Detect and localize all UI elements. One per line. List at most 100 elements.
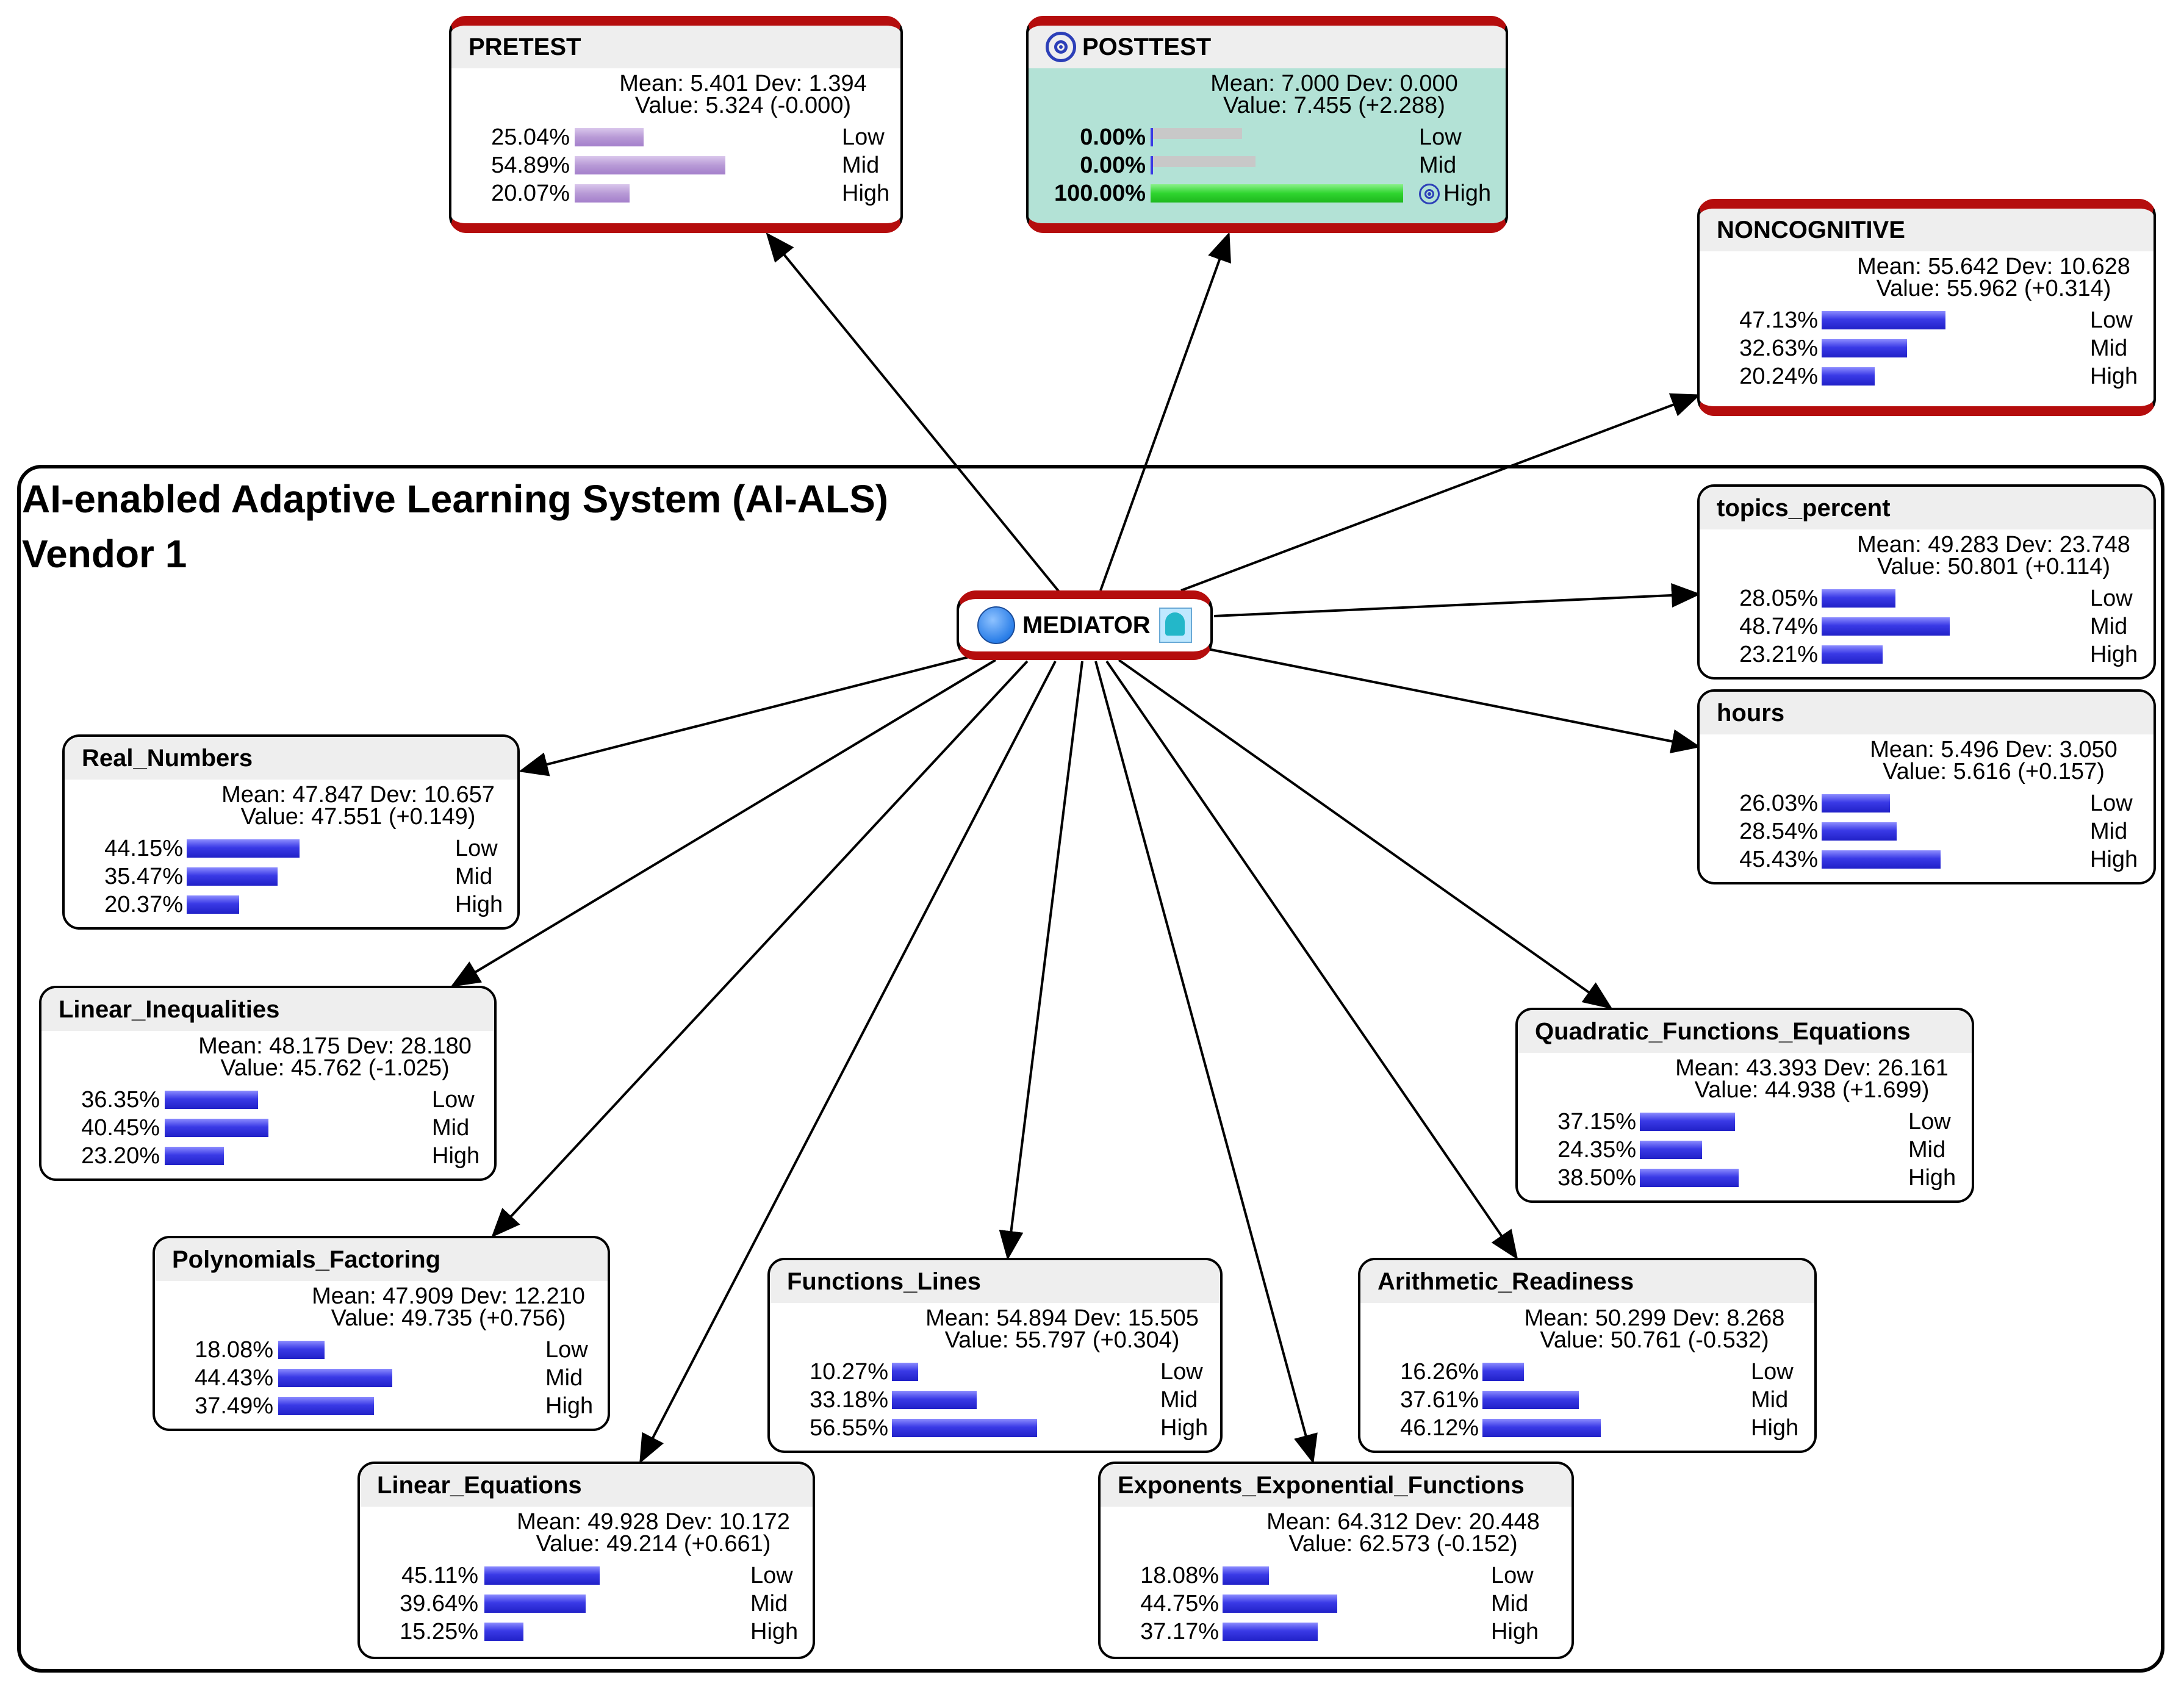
mean-dev-text: Mean: 43.393 Dev: 26.161	[1675, 1055, 1949, 1081]
node-title: PRETEST	[451, 26, 900, 68]
state-probability: 36.35%	[81, 1087, 160, 1113]
state-label: Mid	[2090, 335, 2127, 361]
state-label-text: Mid	[545, 1365, 583, 1391]
state-probability: 18.08%	[195, 1337, 273, 1363]
belief-bar-fill	[892, 1391, 977, 1409]
state-label-text: High	[545, 1393, 594, 1419]
belief-bar-fill	[1822, 617, 1950, 636]
state-label-text: High	[1160, 1415, 1209, 1441]
state-probability: 39.64%	[400, 1591, 478, 1616]
belief-bar-fill	[1223, 1595, 1337, 1613]
state-row-high: 37.49%High	[155, 1393, 608, 1419]
belief-bar-fill	[278, 1341, 325, 1359]
state-label: Low	[1491, 1563, 1534, 1588]
state-probability: 16.26%	[1400, 1359, 1479, 1385]
state-probability: 26.03%	[1739, 791, 1818, 816]
state-row-mid: 35.47%Mid	[65, 864, 517, 889]
belief-bar	[1822, 617, 2084, 636]
belief-bar	[1223, 1566, 1479, 1585]
state-probability: 44.15%	[104, 836, 183, 861]
state-label: High	[1908, 1165, 1956, 1191]
state-label-text: Mid	[1160, 1387, 1198, 1413]
node-title-text: topics_percent	[1717, 494, 1891, 522]
value-text: Value: 50.801 (+0.114)	[1877, 554, 2111, 579]
belief-bar-track	[1151, 156, 1255, 167]
state-probability: 47.13%	[1739, 307, 1818, 333]
mediator-node[interactable]: MEDIATOR	[957, 590, 1213, 660]
value-text: Value: 49.735 (+0.756)	[331, 1305, 566, 1331]
node-title: Quadratic_Functions_Equations	[1518, 1010, 1972, 1053]
belief-bar	[1822, 822, 2084, 841]
state-row-low: 10.27%Low	[770, 1359, 1220, 1385]
circle-node-icon	[977, 606, 1015, 644]
node-title: hours	[1700, 692, 2153, 734]
belief-bar-fill	[278, 1369, 392, 1387]
state-row-low: 18.08% Low	[155, 1337, 608, 1363]
value-text: Value: 49.214 (+0.661)	[536, 1531, 771, 1557]
state-probability: 37.15%	[1557, 1109, 1636, 1135]
belief-bar-fill	[1822, 311, 1945, 329]
ghost-icon	[1158, 608, 1192, 643]
state-label-text: Mid	[842, 152, 880, 178]
node-title: Linear_Equations	[360, 1464, 813, 1507]
state-row-mid: 0.00%Mid	[1029, 152, 1506, 178]
state-probability: 15.25%	[400, 1619, 478, 1645]
state-label: Mid	[1908, 1137, 1945, 1163]
mean-dev-text: Mean: 47.847 Dev: 10.657	[221, 782, 495, 808]
belief-bar	[187, 867, 443, 886]
belief-bar	[892, 1419, 1148, 1437]
state-row-low: 36.35%Low	[41, 1087, 494, 1113]
state-label-text: High	[2090, 364, 2138, 389]
node-title-text: Functions_Lines	[787, 1268, 981, 1295]
state-label: Mid	[545, 1365, 583, 1391]
state-label: Low	[750, 1563, 793, 1588]
state-row-low: 44.15% Low	[65, 836, 517, 861]
state-label-text: High	[455, 892, 503, 917]
belief-bar	[1640, 1141, 1896, 1159]
belief-bar-fill	[484, 1623, 524, 1641]
state-row-low: 28.05%Low	[1700, 586, 2153, 611]
value-text: Value: 45.762 (-1.025)	[220, 1055, 450, 1081]
state-label: Low	[1419, 124, 1462, 150]
state-row-high: 46.12%High	[1360, 1415, 1814, 1441]
node-title-text: Arithmetic_Readiness	[1378, 1268, 1634, 1295]
belief-bar	[484, 1566, 741, 1585]
state-row-high: 37.17%High	[1101, 1619, 1572, 1645]
state-label-text: Low	[545, 1337, 588, 1363]
state-label: Low	[2090, 307, 2133, 333]
belief-bar	[187, 839, 443, 858]
state-row-high: 20.37%High	[65, 892, 517, 917]
state-label: Mid	[1751, 1387, 1788, 1413]
state-row-high: 45.43%High	[1700, 847, 2153, 872]
node-title: Exponents_Exponential_Functions	[1101, 1464, 1572, 1507]
mean-dev-text: Mean: 50.299 Dev: 8.268	[1524, 1305, 1785, 1331]
state-probability: 56.55%	[810, 1415, 888, 1441]
state-label: Mid	[750, 1591, 788, 1616]
state-label-text: Mid	[455, 864, 493, 889]
state-label: Low	[1751, 1359, 1794, 1385]
node-title: Real_Numbers	[65, 737, 517, 780]
belief-bar	[1822, 589, 2084, 608]
state-probability: 33.18%	[810, 1387, 888, 1413]
state-label: High	[455, 892, 503, 917]
state-label-text: Low	[455, 836, 498, 861]
state-label: Low	[2090, 791, 2133, 816]
state-row-high: 38.50%High	[1518, 1165, 1972, 1191]
state-row-mid: 39.64% Mid	[360, 1591, 813, 1616]
